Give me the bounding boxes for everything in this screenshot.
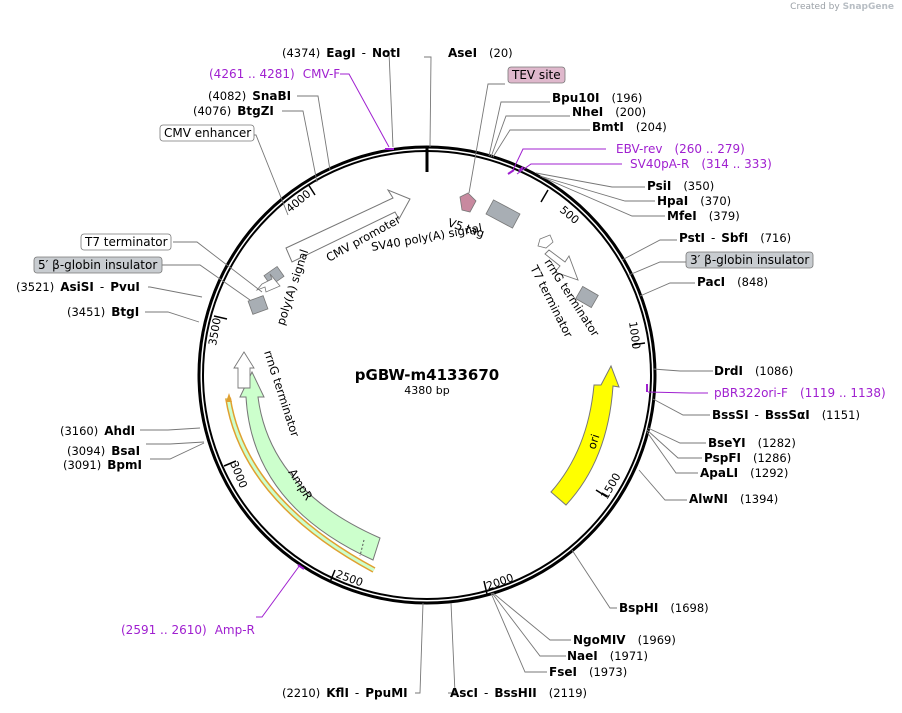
svg-text:DrdI(1086): DrdI(1086) (714, 364, 793, 378)
tick-3500: 3500 (206, 317, 224, 347)
svg-text:PsiI(350): PsiI(350) (647, 179, 714, 193)
svg-text:(3521)AsiSI-PvuI: (3521)AsiSI-PvuI (16, 280, 140, 294)
svg-text:Bpu10I(196): Bpu10I(196) (552, 91, 642, 105)
svg-text:PstI-SbfI(716): PstI-SbfI(716) (679, 231, 791, 245)
boxed-labels: TEV site CMV enhancer T7 terminator 5′ β… (33, 66, 814, 274)
enzyme-leaders (140, 51, 713, 694)
label-cmv-enhancer: CMV enhancer (164, 126, 251, 140)
primer-leaders (256, 73, 708, 618)
label-3-insulator: 3′ β-globin insulator (690, 253, 809, 267)
svg-text:HpaI(370): HpaI(370) (657, 194, 731, 208)
svg-text:BmtI(204): BmtI(204) (592, 120, 667, 134)
t7-arrow-left (255, 273, 281, 293)
svg-text:(4374)EagI-NotI: (4374)EagI-NotI (282, 46, 400, 60)
tick-500: 500 (557, 203, 581, 226)
svg-text:NheI(200): NheI(200) (572, 105, 646, 119)
sv40-box (485, 199, 521, 229)
rrng-arrow-left (233, 351, 255, 389)
label-t7-terminator: T7 terminator (84, 235, 168, 249)
svg-text:(3160)AhdI: (3160)AhdI (60, 424, 135, 438)
label-rrng-left: rrnG terminator (261, 349, 302, 439)
t7-arrow-right (537, 234, 554, 249)
tick-1000: 1000 (626, 321, 643, 351)
primer-labels: (4261 .. 4281)CMV-F EBV-rev(260 .. 279) … (121, 67, 886, 637)
svg-text:AlwNI(1394): AlwNI(1394) (689, 492, 778, 506)
label-5-insulator: 5′ β-globin insulator (38, 258, 157, 272)
svg-text:EBV-rev(260 .. 279): EBV-rev(260 .. 279) (616, 142, 745, 156)
rrng-arrow-right (544, 249, 579, 281)
snapgene-credit: Created by SnapGene (790, 2, 894, 12)
backbone (197, 145, 657, 605)
svg-text:(4261 .. 4281)CMV-F: (4261 .. 4281)CMV-F (209, 67, 340, 81)
svg-text:(4082)SnaBI: (4082)SnaBI (208, 89, 291, 103)
svg-text:PspFI(1286): PspFI(1286) (704, 451, 791, 465)
svg-text:BssSI-BssSαI(1151): BssSI-BssSαI(1151) (712, 408, 860, 422)
svg-text:(3094)BsaI: (3094)BsaI (67, 444, 140, 458)
svg-text:(3091)BpmI: (3091)BpmI (63, 458, 142, 472)
svg-text:FseI(1973): FseI(1973) (549, 665, 627, 679)
svg-text:(2210)KflI-PpuMI: (2210)KflI-PpuMI (282, 686, 408, 700)
svg-text:AscI-BssHII(2119): AscI-BssHII(2119) (450, 686, 587, 700)
plasmid-name: pGBW-m4133670 (355, 366, 499, 384)
insulator-3-box (575, 285, 599, 309)
svg-text:MfeI(379): MfeI(379) (667, 209, 740, 223)
v5-tag-arrow (459, 192, 477, 213)
insulator-5-box-2 (247, 295, 269, 315)
svg-text:NgoMIV(1969): NgoMIV(1969) (573, 633, 676, 647)
cmv-promoter-arrow (285, 188, 411, 263)
svg-text:BseYI(1282): BseYI(1282) (708, 436, 796, 450)
ori-arrow (550, 364, 620, 506)
svg-text:(2591 .. 2610)Amp-R: (2591 .. 2610)Amp-R (121, 623, 255, 637)
svg-text:ApaLI(1292): ApaLI(1292) (700, 466, 788, 480)
svg-text:BspHI(1698): BspHI(1698) (619, 601, 709, 615)
svg-text:(3451)BtgI: (3451)BtgI (67, 305, 139, 319)
enzyme-labels: (4374)EagI-NotI AseI(20) Bpu10I(196) Nhe… (16, 46, 860, 700)
plasmid-length: 4380 bp (404, 384, 449, 397)
enzyme-asei: AseI(20) (448, 46, 513, 60)
label-ori: ori (585, 432, 603, 451)
snapgene-logo: SnapGene (842, 2, 894, 12)
svg-text:pBR322ori-F(1119 .. 1138): pBR322ori-F(1119 .. 1138) (714, 386, 886, 400)
svg-text:PacI(848): PacI(848) (697, 275, 768, 289)
svg-text:SV40pA-R(314 .. 333): SV40pA-R(314 .. 333) (630, 157, 772, 171)
svg-text:(4076)BtgZI: (4076)BtgZI (193, 104, 274, 118)
svg-text:NaeI(1971): NaeI(1971) (567, 649, 648, 663)
ampr-arrow (239, 370, 381, 561)
label-tev-site: TEV site (511, 68, 561, 82)
tick-3000: 3000 (227, 459, 250, 490)
